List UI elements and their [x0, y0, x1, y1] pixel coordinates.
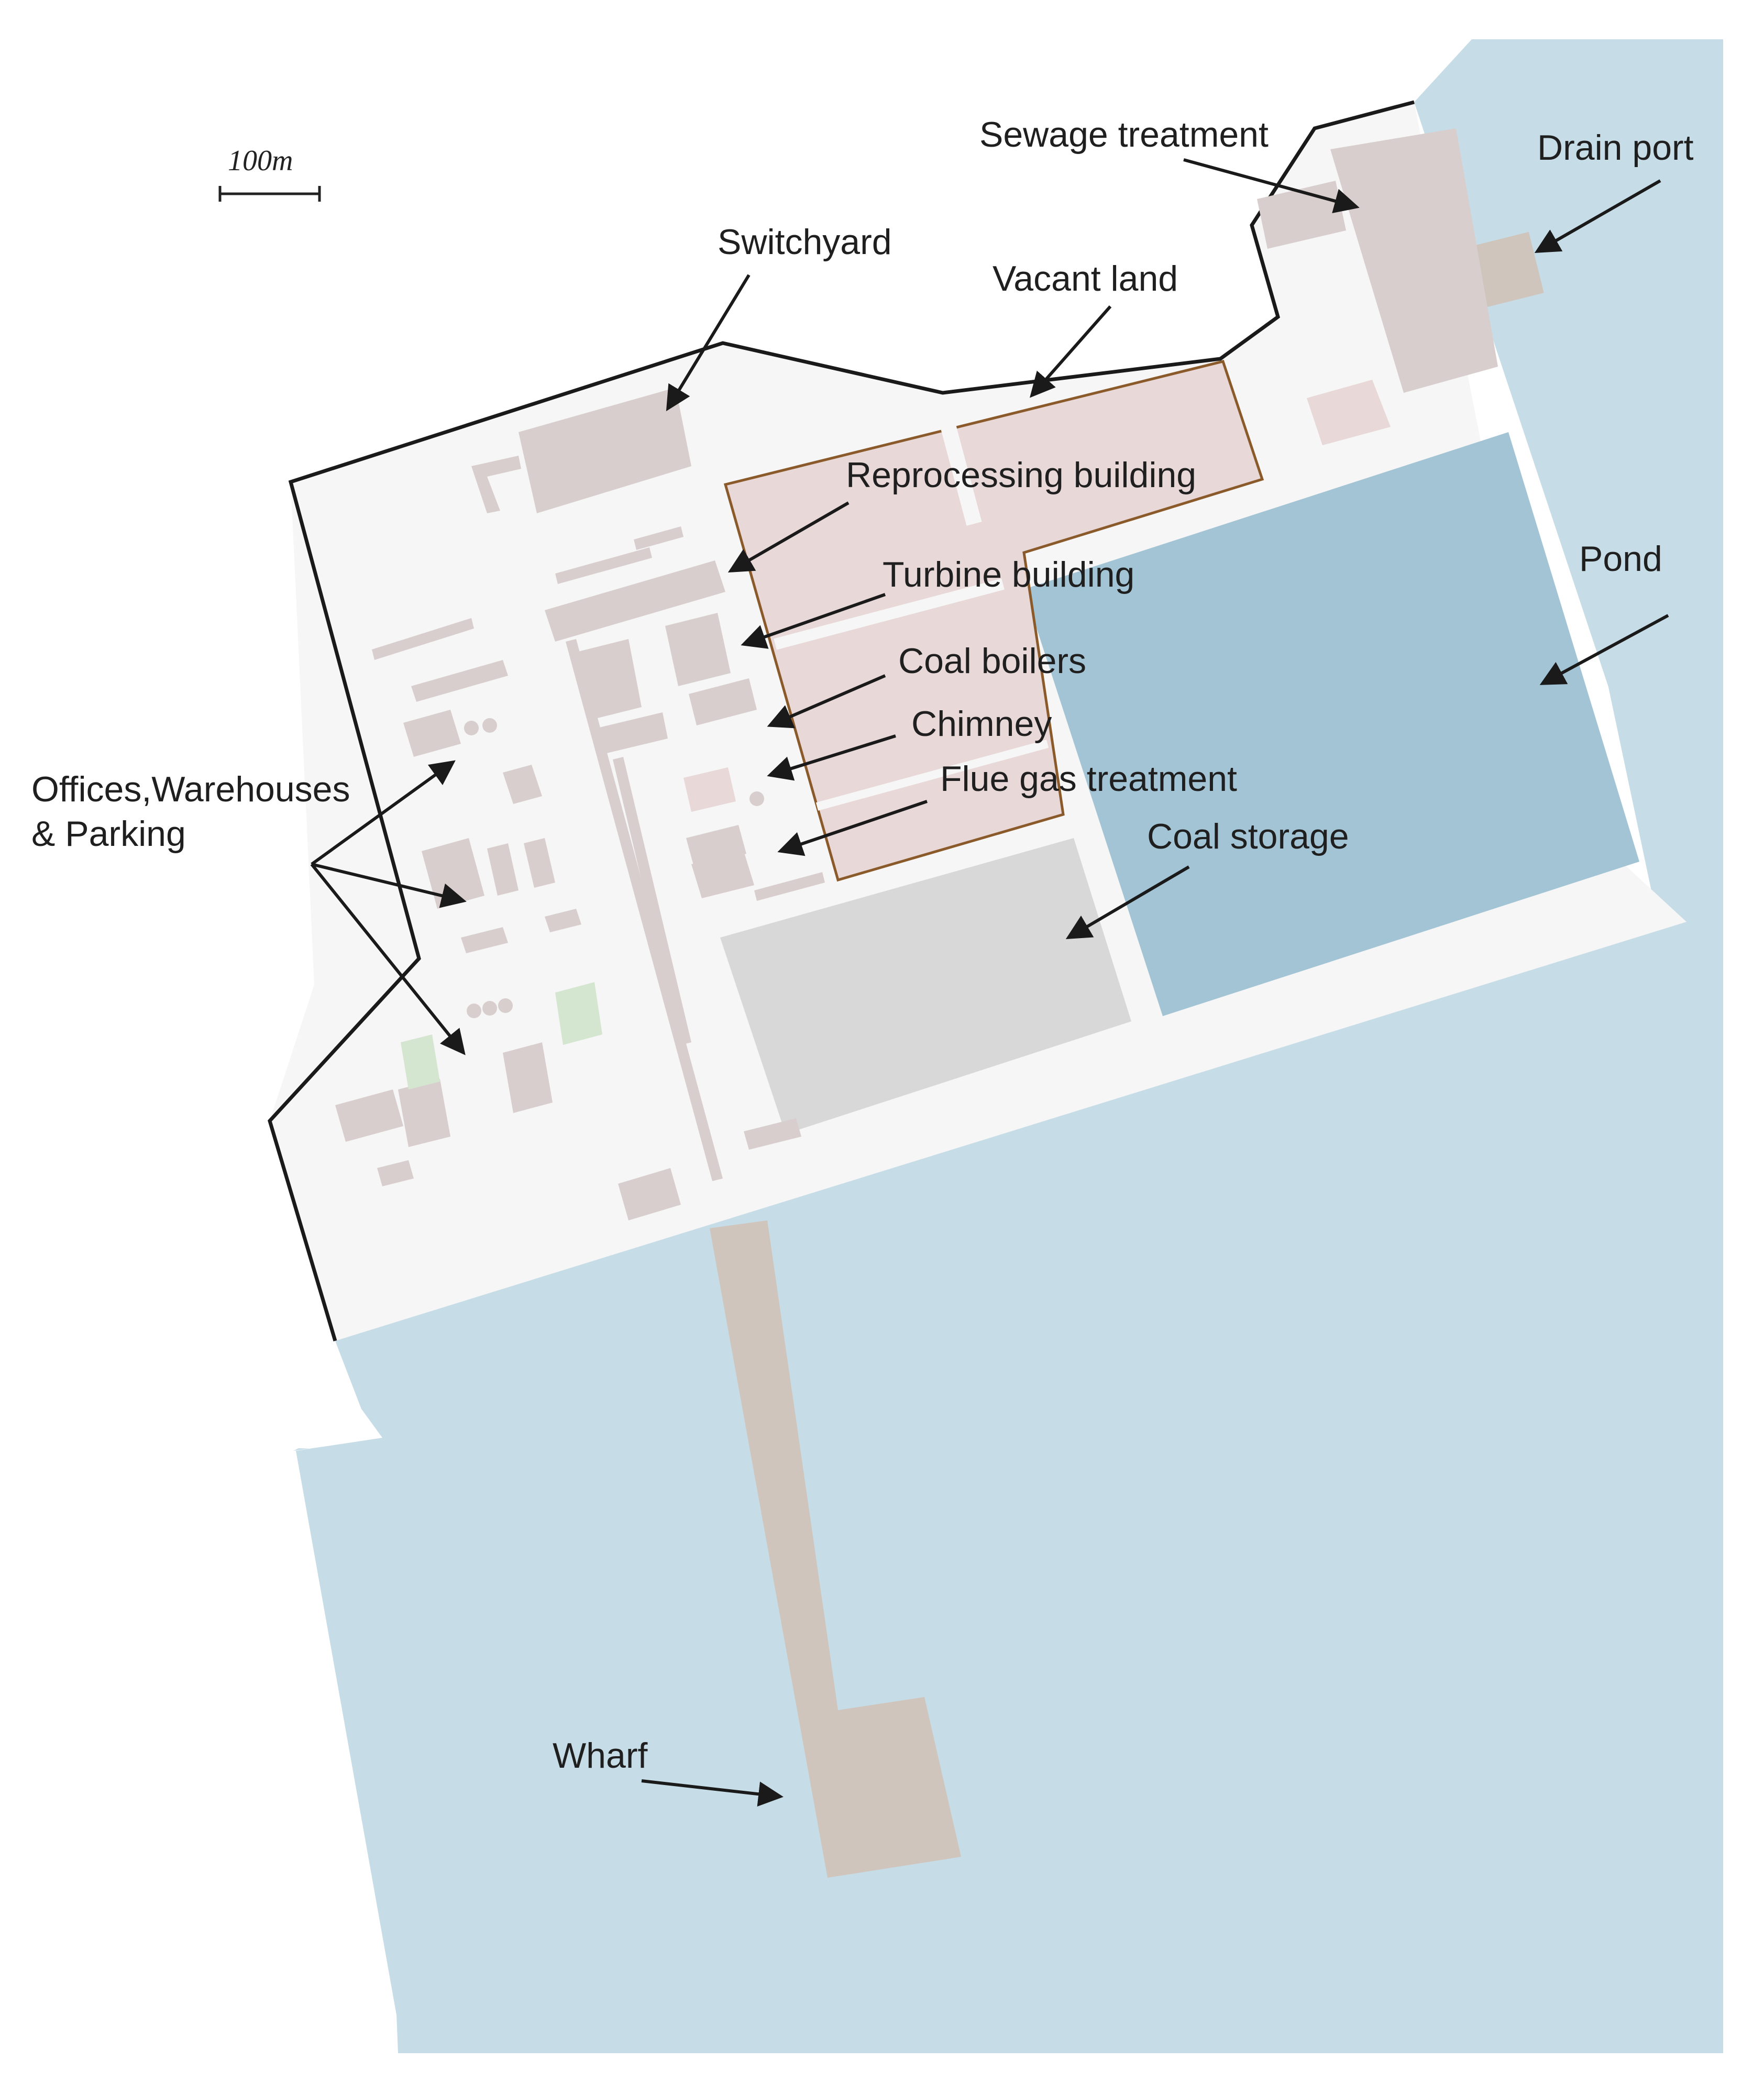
label-switchyard: Switchyard [718, 222, 892, 262]
boiler-unit-4 [689, 678, 757, 725]
turbine-hall-bar [545, 560, 725, 642]
office-block-12 [618, 1168, 681, 1220]
office-block-8 [503, 1042, 553, 1113]
label-reprocessing-building: Reprocessing building [846, 455, 1196, 495]
label-pond: Pond [1579, 539, 1662, 579]
office-block-2 [411, 660, 508, 702]
label-sewage-treatment: Sewage treatment [979, 115, 1269, 155]
label-offices-line2: & Parking [31, 814, 186, 854]
office-block-11 [377, 1160, 414, 1186]
storage-tank-5 [498, 998, 513, 1013]
scale-bar: 100m [218, 145, 321, 202]
scale-bar-label: 100m [228, 145, 293, 177]
flue-gas-unit-4 [754, 872, 825, 901]
arrow-drain-port [1534, 179, 1661, 253]
office-block-10 [398, 1079, 450, 1147]
label-vacant-land: Vacant land [993, 259, 1178, 299]
reprocessing-divider-1 [774, 578, 1005, 650]
arrow-sewage-treatment [1183, 158, 1360, 214]
label-chimney: Chimney [911, 704, 1052, 744]
arrow-turbine-building [741, 593, 886, 649]
label-coal-storage: Coal storage [1147, 817, 1349, 856]
arrow-reprocessing-building [727, 501, 850, 573]
reprocessing-divider-3 [935, 404, 982, 526]
wharf-jetty [710, 1220, 961, 1878]
turbine-pipe-2 [634, 526, 683, 550]
label-turbine-building: Turbine building [883, 555, 1134, 594]
office-block-3 [403, 710, 461, 757]
site-boundary [268, 100, 1415, 1341]
arrow-chimney [767, 734, 896, 781]
coal-storage-area [720, 838, 1131, 1134]
label-drain-port: Drain port [1537, 128, 1694, 168]
switchyard-building [519, 388, 691, 513]
office-block-15 [545, 909, 581, 932]
turbine-pipe-1 [555, 547, 652, 584]
sea-area-bottom [296, 901, 1723, 2053]
label-coal-boilers: Coal boilers [898, 641, 1086, 681]
storage-tank-1 [464, 721, 479, 735]
arrow-offices-3 [310, 863, 466, 1055]
arrow-coal-boilers [767, 674, 886, 729]
vacant-plot [1307, 380, 1391, 445]
arrow-switchyard [666, 274, 751, 412]
boiler-unit-2 [665, 613, 731, 686]
arrow-pond [1539, 614, 1669, 685]
arrow-vacant-land [1030, 305, 1112, 398]
label-offices-line1: Offices,Warehouses [31, 769, 350, 809]
flue-gas-unit-3 [691, 851, 754, 898]
arrow-offices-1 [311, 760, 456, 866]
arrow-coal-storage [1065, 865, 1190, 940]
boiler-unit-3 [597, 712, 668, 754]
office-block-4 [503, 765, 542, 804]
label-flue-gas-treatment: Flue gas treatment [940, 759, 1237, 799]
pipe-rack-2 [613, 757, 691, 1045]
flue-gas-unit-1 [683, 767, 736, 812]
drain-port-structure [1470, 232, 1544, 308]
green-space-1 [555, 982, 602, 1045]
office-block-9 [335, 1089, 403, 1142]
office-block-5 [422, 838, 484, 909]
storage-tank-4 [482, 1001, 497, 1016]
office-block-14 [461, 927, 508, 953]
storage-tank-3 [467, 1004, 481, 1018]
sewage-building-large [1330, 128, 1498, 393]
office-block-7 [524, 838, 555, 888]
office-block-1 [372, 618, 474, 660]
reprocessing-divider-2 [815, 740, 1049, 811]
main-pipe-rack [566, 639, 723, 1181]
switchyard-annex [471, 456, 521, 513]
chimney-stack [749, 791, 764, 806]
arrow-wharf [641, 1779, 784, 1807]
pond-area [1024, 432, 1639, 1016]
reprocessing-area [723, 360, 1264, 882]
arrow-offices-2 [311, 863, 467, 908]
office-block-13 [744, 1118, 801, 1150]
label-wharf: Wharf [553, 1736, 647, 1776]
storage-tank-2 [482, 718, 497, 733]
office-block-6 [487, 843, 519, 896]
arrow-flue-gas-treatment [777, 800, 928, 856]
green-space-2 [401, 1034, 440, 1089]
